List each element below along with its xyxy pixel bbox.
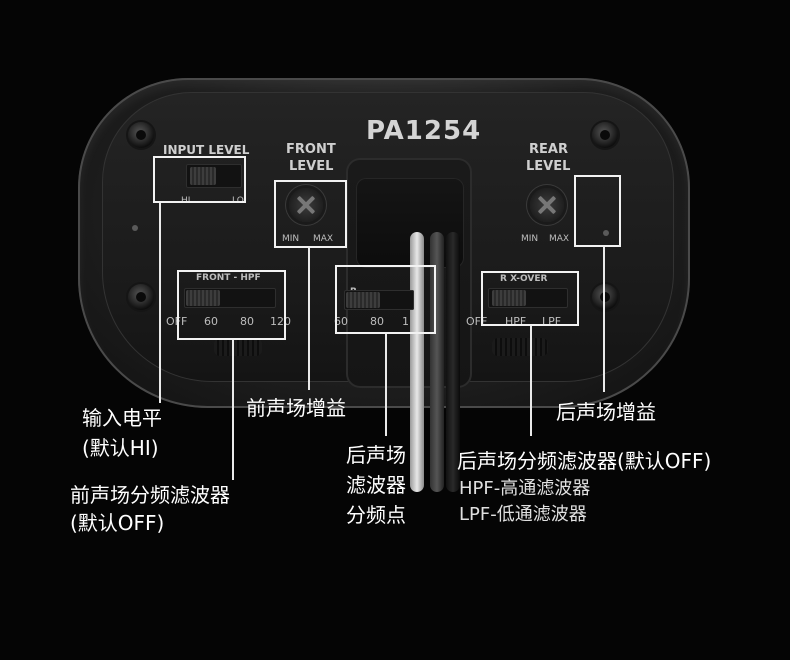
callout-rear-filter-point-line1: 后声场 xyxy=(346,443,406,467)
front-hpf-title: FRONT - HPF xyxy=(196,273,261,283)
rear-xover-title: R X-OVER xyxy=(500,274,548,284)
input-level-title: INPUT LEVEL xyxy=(163,143,250,157)
callout-rear-gain: 后声场增益 xyxy=(556,400,656,424)
rear-xover-switch-thumb[interactable] xyxy=(492,290,526,306)
leader-line-rear-freq xyxy=(385,334,387,436)
front-hpf-switch[interactable] xyxy=(184,288,276,308)
rear-xover-switch[interactable] xyxy=(488,288,568,308)
rear-freq-switch[interactable] xyxy=(344,290,414,310)
highlight-input-level xyxy=(153,156,246,203)
model-name: PA1254 xyxy=(366,116,482,146)
leader-line-front-gain xyxy=(308,248,310,390)
leader-line-rear-gain xyxy=(603,247,605,392)
front-level-knob[interactable] xyxy=(289,188,323,222)
callout-input-level-line1: 输入电平 xyxy=(82,406,162,430)
callout-rear-filter-point-line2: 滤波器 xyxy=(346,473,406,497)
cable-dark xyxy=(430,232,444,492)
front-level-min-label: MIN xyxy=(282,234,300,244)
highlight-front-hpf xyxy=(177,270,286,340)
rear-freq-option-1: 1 xyxy=(402,315,409,328)
callout-rear-filter-hpf: HPF-高通滤波器 xyxy=(459,478,591,499)
led-dot-left-icon xyxy=(132,225,138,231)
input-level-switch[interactable] xyxy=(186,164,242,188)
input-level-switch-thumb[interactable] xyxy=(190,167,216,185)
rear-freq-option-80: 80 xyxy=(370,315,384,328)
callout-front-filter-line1: 前声场分频滤波器 xyxy=(70,483,230,507)
callout-front-filter-line2: (默认OFF) xyxy=(70,511,165,535)
rear-level-knob[interactable] xyxy=(530,188,564,222)
screw-bottom-right-icon xyxy=(592,284,618,310)
rear-level-max-label: MAX xyxy=(549,234,570,244)
front-level-title-1: FRONT xyxy=(286,142,336,157)
led-dot-right-icon xyxy=(603,230,609,236)
front-hpf-switch-thumb[interactable] xyxy=(186,290,220,306)
front-hpf-option-80: 80 xyxy=(240,315,254,328)
rear-level-min-label: MIN xyxy=(521,234,539,244)
highlight-rear-xover xyxy=(481,271,579,326)
leader-line-front-filter xyxy=(232,340,234,480)
front-hpf-option-60: 60 xyxy=(204,315,218,328)
leader-line-input-level xyxy=(159,203,161,403)
callout-input-level-line2: (默认HI) xyxy=(82,436,159,460)
front-level-title-2: LEVEL xyxy=(289,159,334,174)
front-level-max-label: MAX xyxy=(313,234,334,244)
callout-front-gain: 前声场增益 xyxy=(246,396,346,420)
callout-rear-filter-point-line3: 分频点 xyxy=(346,503,406,527)
highlight-rear-level xyxy=(574,175,621,247)
callout-rear-filter-lpf: LPF-低通滤波器 xyxy=(459,504,587,525)
rear-level-title-1: REAR xyxy=(529,142,568,157)
screw-top-right-icon xyxy=(592,122,618,148)
vent-grill-right xyxy=(492,338,548,356)
rear-freq-option-60: 60 xyxy=(334,315,348,328)
screw-bottom-left-icon xyxy=(128,284,154,310)
highlight-front-level xyxy=(274,180,347,248)
leader-line-rear-xover xyxy=(530,326,532,436)
screw-top-left-icon xyxy=(128,122,154,148)
highlight-rear-freq xyxy=(335,265,436,334)
callout-rear-filter-title: 后声场分频滤波器(默认OFF) xyxy=(457,449,712,473)
vent-grill-left xyxy=(214,338,262,356)
front-hpf-option-off: OFF xyxy=(166,315,188,328)
rear-level-title-2: LEVEL xyxy=(526,159,571,174)
rear-freq-switch-thumb[interactable] xyxy=(346,292,380,308)
cable-black xyxy=(446,232,460,492)
